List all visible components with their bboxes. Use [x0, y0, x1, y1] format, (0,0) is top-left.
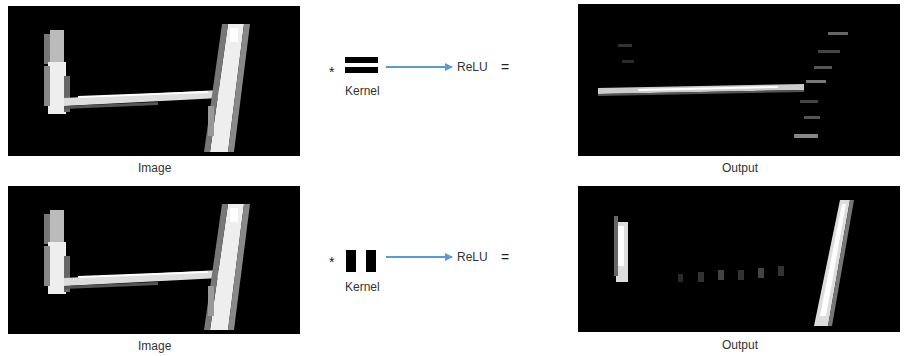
kernel-icon: [346, 250, 376, 272]
kernel-label: Kernel: [345, 84, 380, 98]
output-image: [578, 4, 900, 156]
kernel-icon: [345, 57, 378, 73]
arrow: [386, 66, 452, 68]
activation-label: ReLU: [457, 60, 488, 74]
image-label: Image: [138, 339, 171, 353]
operator: *: [329, 65, 334, 79]
input-image: [8, 186, 300, 334]
operator: *: [329, 255, 334, 269]
output-image: [578, 186, 900, 332]
arrow: [386, 256, 452, 258]
activation-label: ReLU: [457, 250, 488, 264]
output-label: Output: [722, 161, 758, 175]
operator: =: [501, 60, 509, 74]
output-label: Output: [722, 338, 758, 352]
kernel-label: Kernel: [345, 280, 380, 294]
image-label: Image: [138, 161, 171, 175]
input-image: [8, 6, 300, 156]
operator: =: [501, 250, 509, 264]
